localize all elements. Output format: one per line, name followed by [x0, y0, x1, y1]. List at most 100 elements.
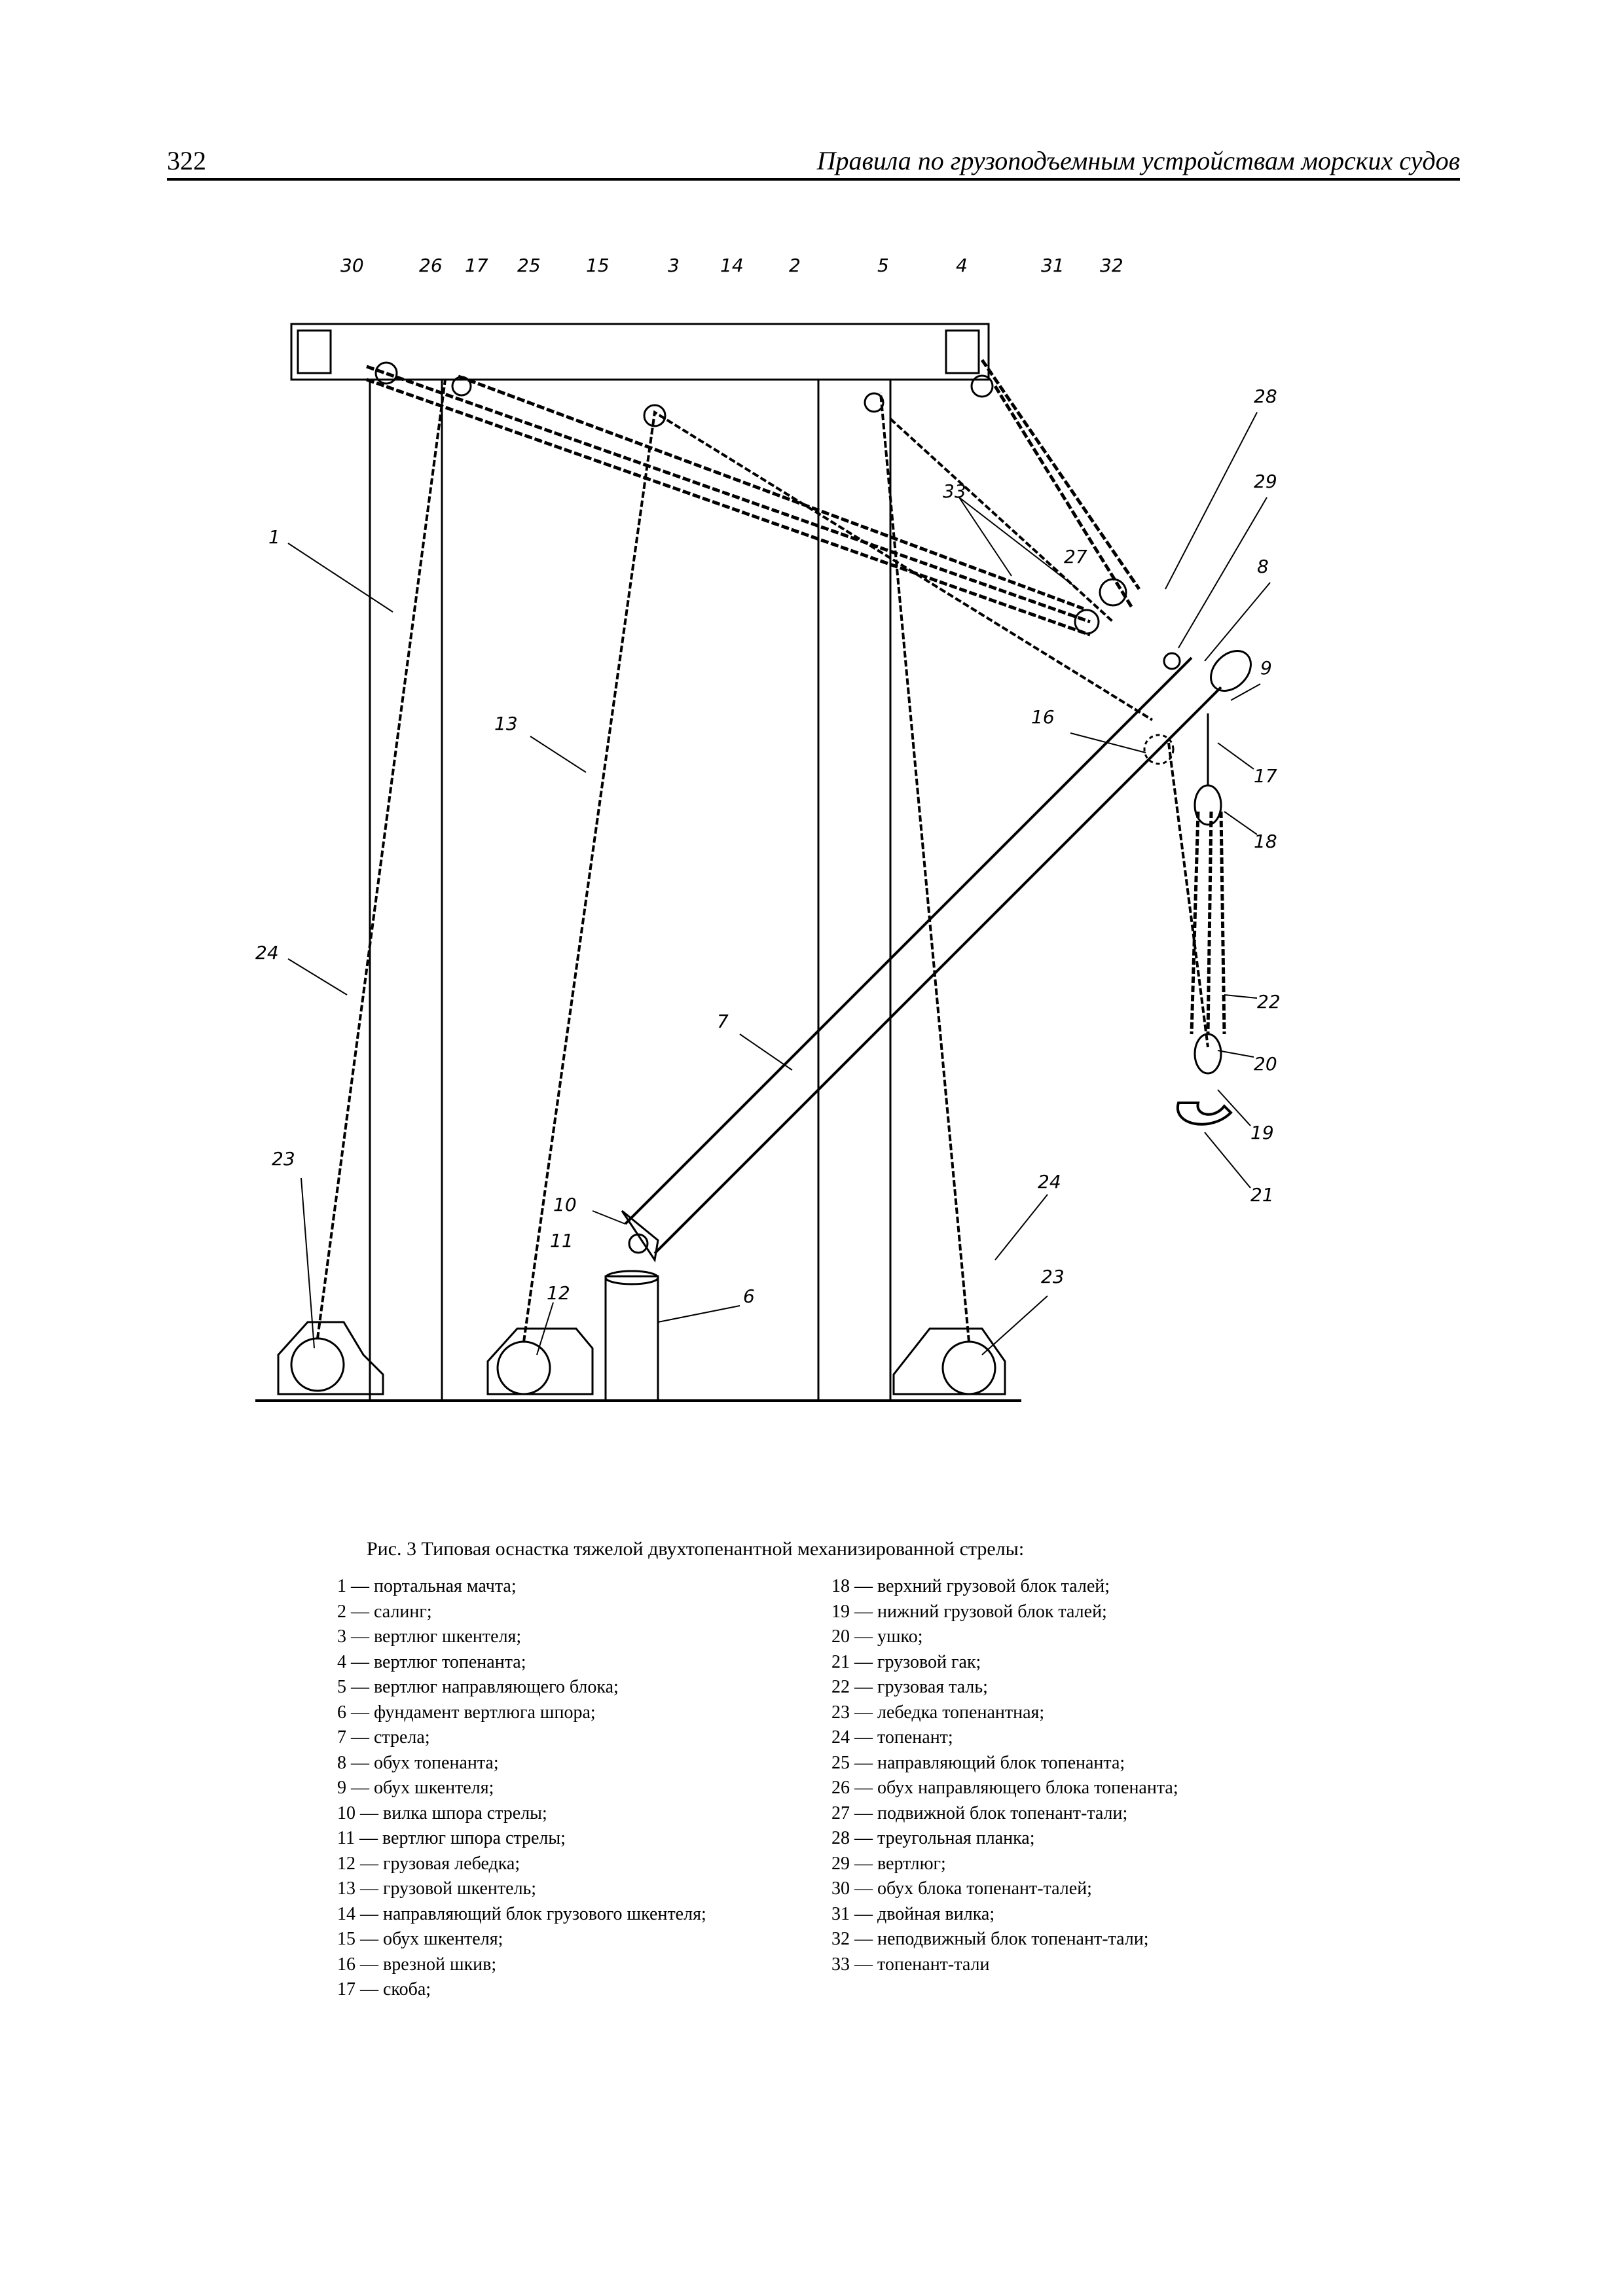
block-5: [864, 392, 884, 413]
legend-item: 24 — топенант;: [831, 1727, 953, 1748]
leader-8: [1204, 582, 1271, 662]
leader-28: [1165, 412, 1258, 590]
winch-base-middle: [486, 1327, 594, 1395]
legend-item: 11 — вертлюг шпора стрелы;: [337, 1828, 566, 1848]
leader-16: [1070, 732, 1146, 753]
callout: 6: [743, 1285, 755, 1307]
rigging-diagram: 30 26 17 25 15 3 14 2 5 4 31 32 28 29 33…: [249, 242, 1316, 1440]
leader-18: [1224, 811, 1258, 835]
legend-left: 1 — портальная мачта; 2 — салинг; 3 — ве…: [337, 1574, 706, 2003]
callout: 32: [1100, 255, 1123, 276]
boom-lower-edge: [653, 686, 1222, 1255]
guide-block-25: [451, 376, 472, 397]
topping-tackle-right-2: [993, 385, 1135, 610]
leader-13: [530, 736, 587, 773]
legend-item: 7 — стрела;: [337, 1727, 430, 1748]
heel-foundation: [604, 1275, 659, 1402]
leader-24-right: [994, 1194, 1048, 1261]
legend-right: 18 — верхний грузовой блок талей; 19 — н…: [831, 1574, 1178, 1977]
topping-lift-left: [316, 379, 447, 1339]
leader-10: [592, 1210, 626, 1225]
callout: 1: [268, 526, 280, 548]
header-rule: [167, 178, 1460, 181]
callout: 8: [1257, 556, 1269, 577]
leader-24-left: [287, 958, 348, 996]
topping-tackle-guide: [889, 418, 1114, 623]
heel-swivel: [628, 1233, 649, 1254]
legend-item: 23 — лебедка топенантная;: [831, 1702, 1045, 1723]
cargo-runner: [522, 410, 1154, 1342]
page-header: 322 Правила по грузоподъемным устройства…: [167, 145, 1460, 178]
saling-beam: [290, 323, 990, 381]
winch-base-right: [892, 1327, 1006, 1395]
legend-item: 30 — обух блока топенант-талей;: [831, 1878, 1092, 1899]
callout: 30: [340, 255, 364, 276]
upper-cargo-block: [1194, 784, 1222, 826]
figure-caption: Рис. 3 Типовая оснастка тяжелой двухтопе…: [367, 1538, 1025, 1560]
legend-item: 13 — грузовой шкентель;: [337, 1878, 537, 1899]
topping-tackle-3: [458, 374, 1084, 611]
legend-item: 9 — обух шкентеля;: [337, 1778, 494, 1798]
saling-end-left: [297, 329, 332, 374]
legend-item: 17 — скоба;: [337, 1979, 431, 2000]
topping-tackle-2: [366, 378, 1091, 637]
callout: 29: [1254, 471, 1277, 492]
page-number: 322: [167, 146, 206, 175]
legend-item: 19 — нижний грузовой блок талей;: [831, 1601, 1107, 1622]
callout: 15: [586, 255, 610, 276]
legend-item: 26 — обух направляющего блока топенанта;: [831, 1778, 1178, 1798]
topping-tackle-right-1: [980, 359, 1141, 590]
winch-drum-left: [290, 1337, 345, 1392]
lower-cargo-block: [1194, 1033, 1222, 1075]
callout: 3: [668, 255, 680, 276]
callout: 17: [1254, 765, 1277, 787]
leader-19: [1217, 1089, 1251, 1126]
callout: 21: [1250, 1184, 1274, 1206]
callout: 2: [789, 255, 801, 276]
callout: 5: [877, 255, 889, 276]
topping-tackle-1: [366, 365, 1091, 624]
boom-head: [1210, 650, 1252, 692]
callout: 26: [419, 255, 443, 276]
leader-17: [1217, 742, 1254, 770]
legend-item: 27 — подвижной блок топенант-тали;: [831, 1803, 1128, 1823]
callout: 33: [943, 480, 966, 502]
legend-item: 29 — вертлюг;: [831, 1853, 946, 1874]
block-left: [374, 361, 398, 385]
callout: 27: [1064, 546, 1087, 567]
legend-item: 22 — грузовая таль;: [831, 1677, 988, 1697]
callout: 20: [1254, 1053, 1277, 1075]
callout: 10: [553, 1194, 577, 1215]
block-32: [970, 374, 994, 398]
callout: 7: [717, 1011, 729, 1032]
leader-23-right: [981, 1295, 1048, 1355]
legend-item: 31 — двойная вилка;: [831, 1903, 995, 1924]
heel-foundation-top: [604, 1270, 659, 1285]
cargo-tackle: [1190, 811, 1226, 1035]
winch-base-left: [277, 1321, 384, 1395]
leader-6: [657, 1305, 740, 1323]
callout: 17: [465, 255, 488, 276]
block-27-upper: [1099, 578, 1127, 607]
legend-item: 20 — ушко;: [831, 1626, 923, 1647]
callout: 13: [494, 713, 518, 734]
legend-item: 16 — врезной шкив;: [337, 1954, 497, 1975]
callout: 14: [720, 255, 744, 276]
leader-23-left: [301, 1177, 315, 1349]
leader-1: [287, 543, 393, 613]
legend-item: 12 — грузовая лебедка;: [337, 1853, 520, 1874]
legend-item: 21 — грузовой гак;: [831, 1651, 981, 1672]
callout: 11: [550, 1230, 574, 1251]
callout: 28: [1254, 386, 1277, 407]
swivel-29: [1163, 652, 1181, 670]
callout: 18: [1254, 831, 1277, 852]
cargo-hook: [1176, 1102, 1233, 1126]
legend-item: 3 — вертлюг шкентеля;: [337, 1626, 522, 1647]
leader-20: [1217, 1050, 1254, 1058]
legend-item: 33 — топенант-тали: [831, 1954, 990, 1975]
runner-down: [1167, 742, 1209, 1048]
callout: 25: [517, 255, 541, 276]
callout: 12: [547, 1282, 570, 1304]
running-title: Правила по грузоподъемным устройствам мо…: [816, 146, 1460, 175]
callout: 4: [956, 255, 968, 276]
